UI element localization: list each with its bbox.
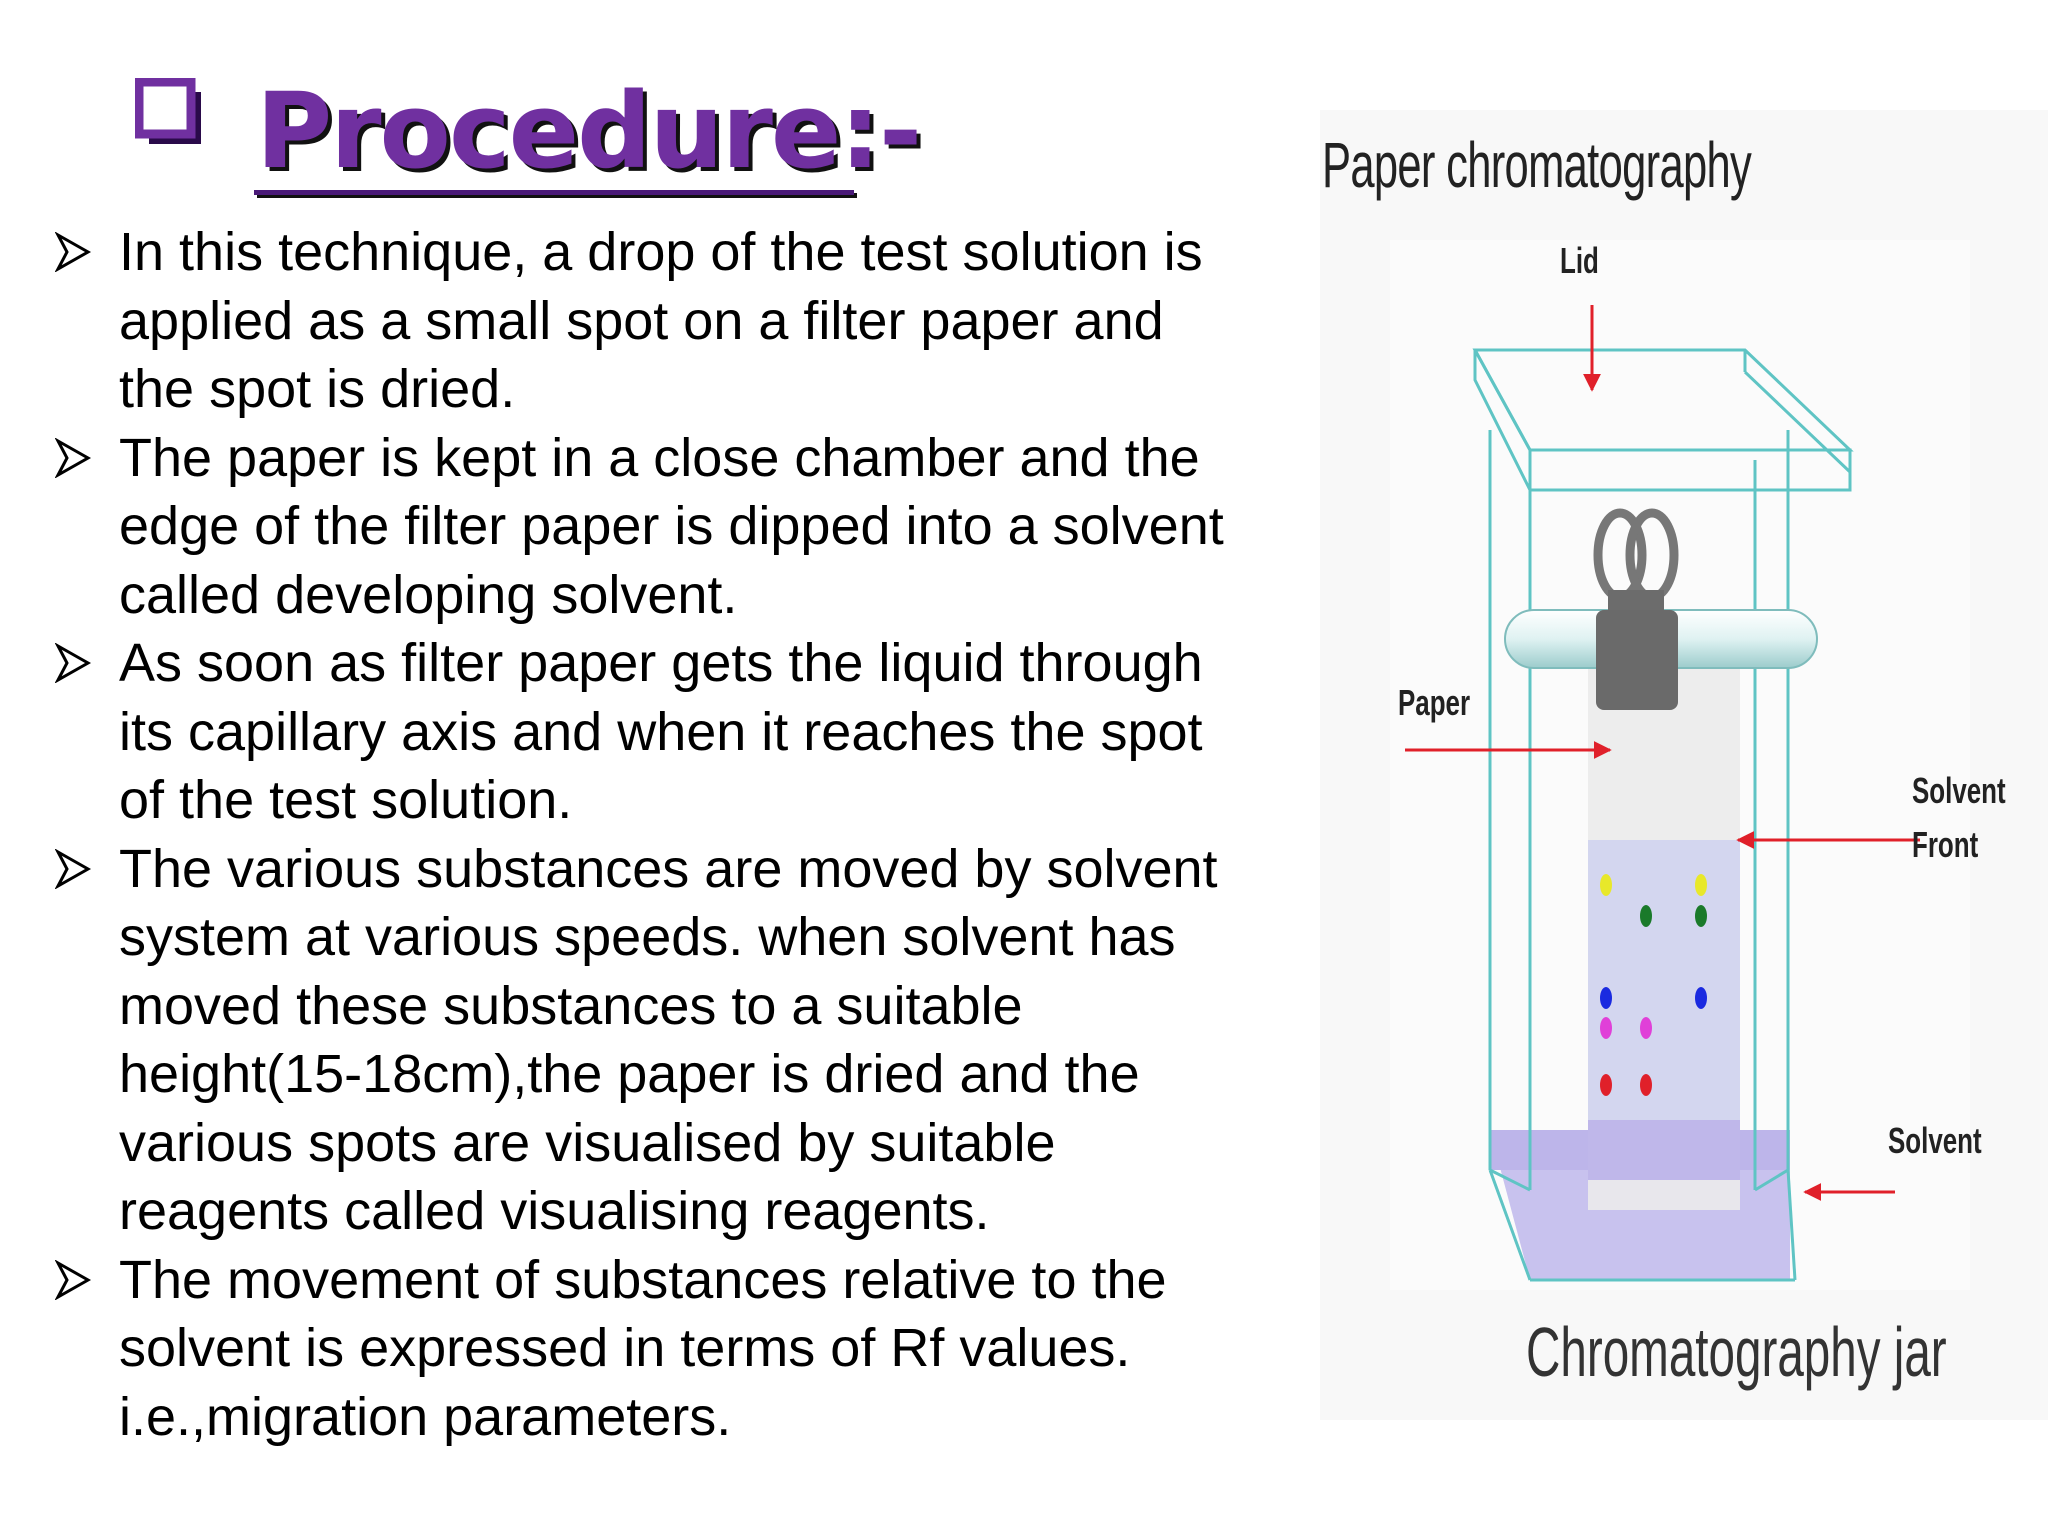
arrow-bullet-icon	[55, 643, 92, 683]
chromatography-jar-illustration	[1320, 110, 2048, 1420]
list-item: As soon as filter paper gets the liquid …	[55, 629, 1295, 835]
arrow-bullet-icon	[55, 848, 92, 889]
list-item: The movement of substances relative to t…	[55, 1246, 1295, 1452]
bullet-line: height(15-18cm),the paper is dried and t…	[119, 1044, 1140, 1104]
bullet-line: applied as a small spot on a filter pape…	[119, 290, 1164, 351]
bullet-line: reagents called visualising reagents.	[119, 1181, 990, 1241]
solvent-label: Solvent	[1888, 1120, 1982, 1161]
jar-lid	[1472, 348, 1854, 492]
bullet-line: The movement of substances relative to t…	[119, 1249, 1167, 1310]
figure-title: Paper chromatography	[1322, 129, 1752, 201]
list-item: The various substances are moved by solv…	[55, 835, 1295, 1246]
bullet-line: various spots are visualised by suitable	[119, 1112, 1056, 1173]
bullet-line: The various substances are moved by solv…	[119, 838, 1218, 899]
bullet-line: The paper is kept in a close chamber and…	[119, 427, 1200, 488]
hollow-square-icon	[135, 78, 201, 144]
arrow-bullet-icon	[55, 437, 92, 478]
wet-paper	[1588, 840, 1740, 1120]
binder-clip	[1593, 508, 1679, 710]
bullet-line: its capillary axis and when it reaches t…	[119, 701, 1203, 762]
arrow-bullet-icon	[55, 1259, 92, 1300]
bullet-line: edge of the filter paper is dipped into …	[119, 496, 1224, 556]
paper-label: Paper	[1398, 682, 1471, 723]
procedure-list: In this technique, a drop of the test so…	[55, 218, 1295, 1451]
bullet-line: called developing solvent.	[119, 564, 738, 625]
figure-caption: Chromatography jar	[1526, 1313, 1947, 1391]
bullet-line: In this technique, a drop of the test so…	[119, 222, 1203, 282]
solvent-front-label-line1: Solvent	[1912, 770, 2006, 811]
page-title: Procedure:-	[256, 70, 922, 192]
bullet-line: the spot is dried.	[119, 359, 516, 419]
list-item: In this technique, a drop of the test so…	[55, 218, 1295, 424]
solvent-front-label-line2: Front	[1912, 824, 1979, 865]
bullet-line: moved these substances to a suitable	[119, 975, 1023, 1036]
chromatography-figure: Paper chromatography Lid Paper Solvent F…	[1320, 110, 2048, 1420]
bullet-line: solvent is expressed in terms of Rf valu…	[119, 1318, 1131, 1378]
pointer-arrows	[1405, 305, 1920, 1201]
arrow-bullet-icon	[55, 232, 92, 272]
sample-spots	[1600, 874, 1707, 1096]
bullet-line: i.e.,migration parameters.	[119, 1386, 732, 1447]
title-underline	[254, 190, 854, 195]
bullet-line: As soon as filter paper gets the liquid …	[119, 633, 1203, 693]
list-item: The paper is kept in a close chamber and…	[55, 424, 1295, 630]
lid-label: Lid	[1560, 240, 1599, 281]
bullet-line: of the test solution.	[119, 770, 573, 830]
bullet-line: system at various speeds. when solvent h…	[119, 907, 1176, 967]
jar-glass	[1488, 430, 1797, 1282]
